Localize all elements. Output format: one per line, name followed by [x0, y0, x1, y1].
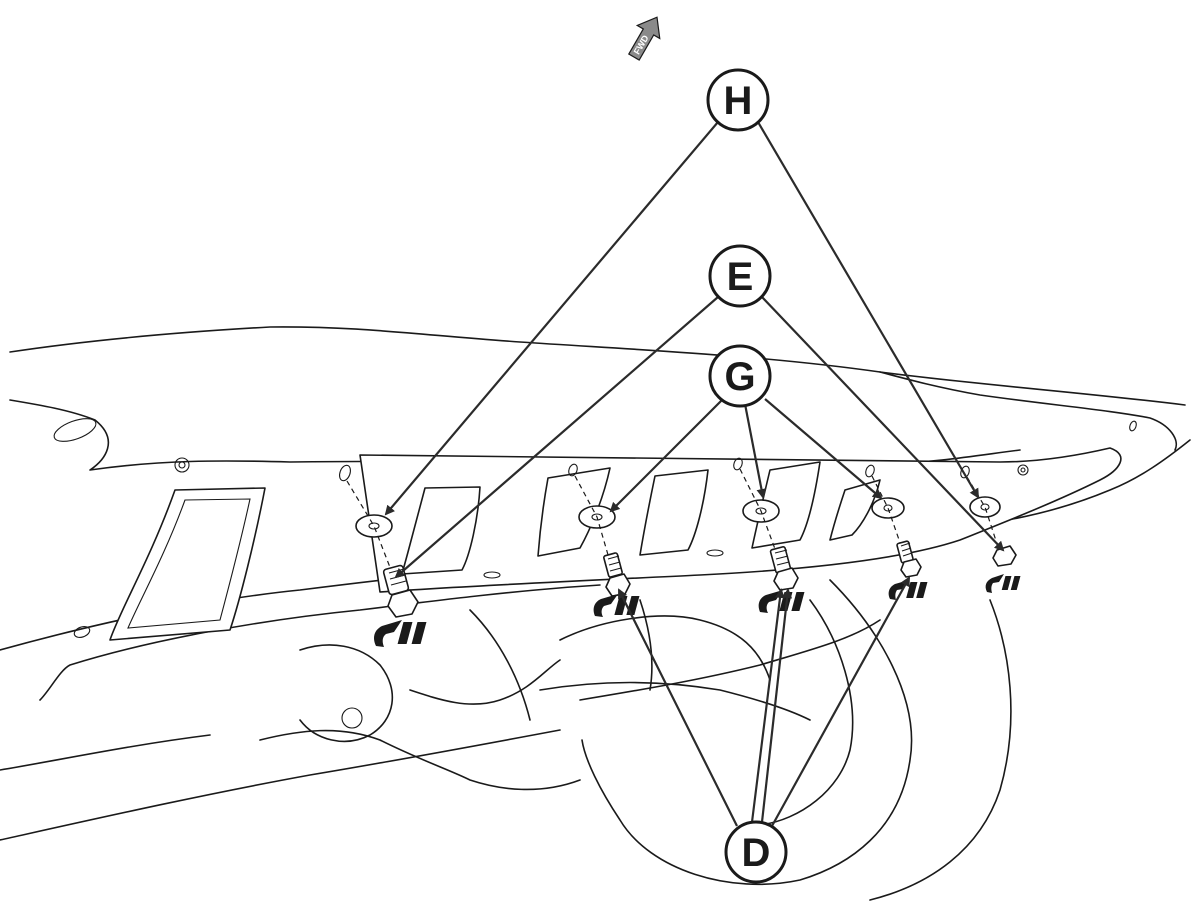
leader-g-washer-3	[743, 403, 767, 499]
leader-g-washer-4	[764, 398, 883, 500]
leader-g-washer-2	[609, 398, 724, 513]
callout-g-label: G	[724, 355, 755, 399]
leader-d-bolt-3a	[750, 588, 785, 823]
leader-h-washer-1	[384, 121, 719, 516]
rotation-arrow-icon-1	[374, 620, 427, 647]
leader-lines	[384, 121, 1005, 827]
callout-h-label: H	[724, 79, 753, 123]
callout-d: D	[724, 820, 788, 884]
rotation-arrow-icon-5	[985, 574, 1021, 593]
washer-1	[355, 514, 393, 538]
leader-d-bolt-3b	[760, 588, 793, 823]
rotation-arrow-icon-4	[888, 580, 928, 600]
heat-shield	[174, 420, 1137, 593]
fastener-set	[346, 468, 1017, 618]
callout-e: E	[708, 244, 772, 308]
leader-e-bolt-1	[394, 296, 719, 579]
washer-5	[969, 496, 1001, 518]
forward-direction-arrow-icon: FWD	[627, 16, 661, 61]
leader-e-bolt-5	[761, 296, 1005, 552]
callout-e-label: E	[727, 255, 754, 299]
leader-d-bolt-4	[771, 576, 910, 827]
callout-g: G	[708, 344, 772, 408]
bolt-3	[769, 545, 799, 591]
bolt-4	[896, 540, 922, 578]
leader-d-bolt-2	[618, 588, 738, 827]
rear-wheel-area	[299, 579, 1012, 901]
bolt-5	[992, 545, 1017, 567]
washer-4	[871, 497, 905, 519]
callout-d-label: D	[742, 831, 771, 875]
underbody-vents	[53, 418, 266, 641]
callout-h: H	[706, 68, 770, 132]
leader-h-washer-5	[757, 121, 980, 499]
rotation-arrow-icon-2	[593, 594, 640, 617]
